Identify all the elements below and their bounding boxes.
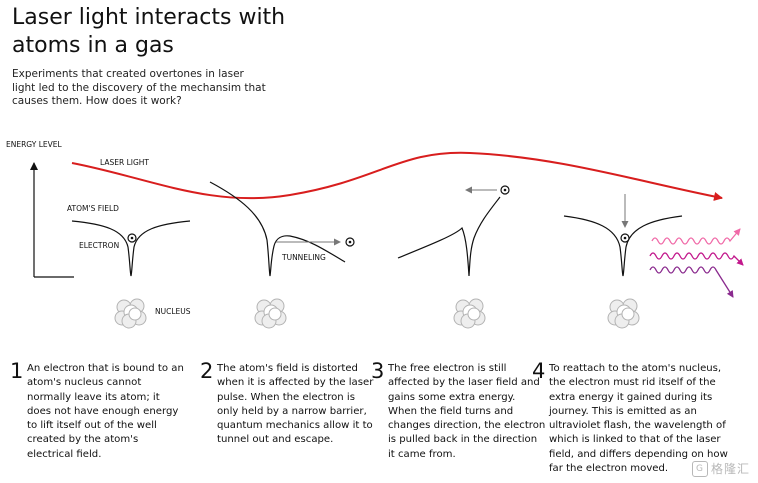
step-text: An electron that is bound to an atom's n… [27, 363, 184, 460]
energy-level-label: ENERGY LEVEL [6, 140, 62, 149]
atom-field-well-1 [71, 220, 191, 277]
laser-light-label: LASER LIGHT [100, 158, 149, 167]
nucleus-label: NUCLEUS [155, 307, 191, 316]
page-subtitle: Experiments that created overtones in la… [12, 68, 266, 107]
nucleus-icon [453, 298, 486, 329]
step-text: The atom's field is distorted when it is… [217, 363, 374, 446]
watermark-text: 格隆汇 [710, 461, 750, 476]
atom-field-well-4 [563, 215, 683, 277]
atom-field-well-2 [209, 181, 346, 277]
nucleus-icon [254, 298, 287, 329]
uv-flash-wave-3 [649, 266, 734, 298]
laser-light-wave [71, 151, 723, 201]
step-text: To reattach to the atom's nucleus, the e… [549, 363, 728, 475]
step-number: 1 [10, 359, 24, 383]
atom-field-well-3 [397, 196, 501, 277]
step-number: 2 [200, 359, 214, 383]
uv-flash-wave-1 [651, 228, 741, 245]
step-number: 4 [532, 359, 546, 383]
step-number: 3 [371, 359, 385, 383]
uv-flash-wave-2 [649, 252, 744, 266]
atoms-field-label: ATOM'S FIELD [67, 204, 119, 213]
tunneling-label: TUNNELING [281, 253, 326, 262]
step-text: The free electron is still affected by t… [388, 363, 546, 460]
electron-label: ELECTRON [79, 241, 119, 250]
nucleus-icon [114, 298, 147, 329]
page-title: Laser light interacts with atoms in a ga… [12, 5, 286, 58]
watermark-logo-icon: G [691, 461, 708, 477]
nucleus-icon [607, 298, 640, 329]
